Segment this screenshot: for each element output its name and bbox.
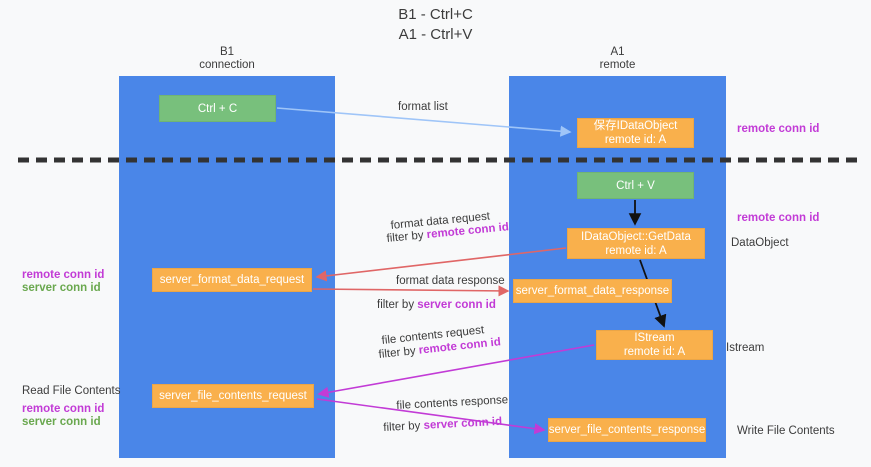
node-sfc-res-label: server_file_contents_response: [548, 424, 706, 436]
annotation-write-file-contents: Write File Contents: [737, 425, 835, 437]
page-title: B1 - Ctrl+C A1 - Ctrl+V: [0, 5, 871, 45]
node-ctrl-c-line1: Ctrl + C: [197, 102, 238, 115]
annotation-remote-conn-id-top: remote conn id: [737, 123, 820, 135]
filter-prefix: filter by: [383, 419, 424, 434]
annotation-dataobject: DataObject: [731, 237, 789, 249]
annotation-remote-conn-id-mid: remote conn id: [737, 212, 820, 224]
node-ctrl-v-line1: Ctrl + V: [616, 179, 655, 192]
lane-b1-role: connection: [199, 59, 255, 71]
annotation-read-file-contents: Read File Contents: [22, 385, 121, 397]
edge-label-format-data-response: format data response: [396, 275, 505, 287]
node-server-file-contents-request[interactable]: server_file_contents_request: [152, 384, 314, 408]
annotation-left-server-conn-id-a: server conn id: [22, 282, 101, 294]
lane-header-a1: A1 remote: [509, 46, 726, 72]
annotation-left-remote-conn-id-a: remote conn id: [22, 269, 105, 281]
title-line-1: B1 - Ctrl+C: [398, 6, 473, 23]
node-istream-line2: remote id: A: [623, 346, 686, 358]
node-istream-line1: IStream: [634, 332, 675, 344]
annotation-left-server-conn-id-b: server conn id: [22, 416, 101, 428]
lane-a1-name: A1: [610, 46, 625, 58]
filter-key-server-conn-id: server conn id: [423, 415, 503, 432]
node-getdata-line1: IDataObject::GetData: [581, 230, 691, 243]
lane-a1-role: remote: [599, 59, 636, 71]
node-sfc-req-label: server_file_contents_request: [159, 390, 307, 402]
lane-header-b1: B1 connection: [119, 46, 335, 72]
node-sfd-res-label: server_format_data_response: [515, 285, 670, 297]
filter-prefix: filter by: [377, 299, 418, 311]
node-ctrl-v[interactable]: Ctrl + V: [577, 172, 694, 199]
node-getdata-line2: remote id: A: [605, 244, 667, 257]
node-istream[interactable]: IStream remote id: A: [596, 330, 713, 360]
node-save-idataobject-line1: 保存IDataObject: [593, 120, 678, 132]
node-ctrl-c[interactable]: Ctrl + C: [159, 95, 276, 122]
node-sfd-req-label: server_format_data_request: [159, 274, 305, 286]
title-line-2: A1 - Ctrl+V: [398, 26, 473, 43]
annotation-left-remote-conn-id-b: remote conn id: [22, 403, 105, 415]
edge-label-file-contents-response-filter: filter by server conn id: [383, 415, 502, 435]
annotation-istream: Istream: [726, 342, 765, 354]
edge-label-file-contents-response: file contents response: [396, 394, 509, 412]
edge-label-format-data-response-filter: filter by server conn id: [377, 298, 496, 312]
node-server-file-contents-response[interactable]: server_file_contents_response: [548, 418, 706, 442]
node-save-idataobject[interactable]: 保存IDataObject remote id: A: [577, 118, 694, 148]
edge-label-format-list: format list: [398, 101, 448, 113]
node-save-idataobject-line2: remote id: A: [604, 134, 667, 146]
filter-key-server-conn-id: server conn id: [417, 299, 496, 311]
filter-prefix: filter by: [378, 344, 420, 361]
filter-prefix: filter by: [386, 229, 428, 245]
lane-b1-name: B1: [219, 46, 235, 58]
node-idataobject-getdata[interactable]: IDataObject::GetData remote id: A: [567, 228, 705, 259]
edge-format-data-response: [312, 285, 510, 297]
node-server-format-data-response[interactable]: server_format_data_response: [513, 279, 672, 303]
node-server-format-data-request[interactable]: server_format_data_request: [152, 268, 312, 292]
